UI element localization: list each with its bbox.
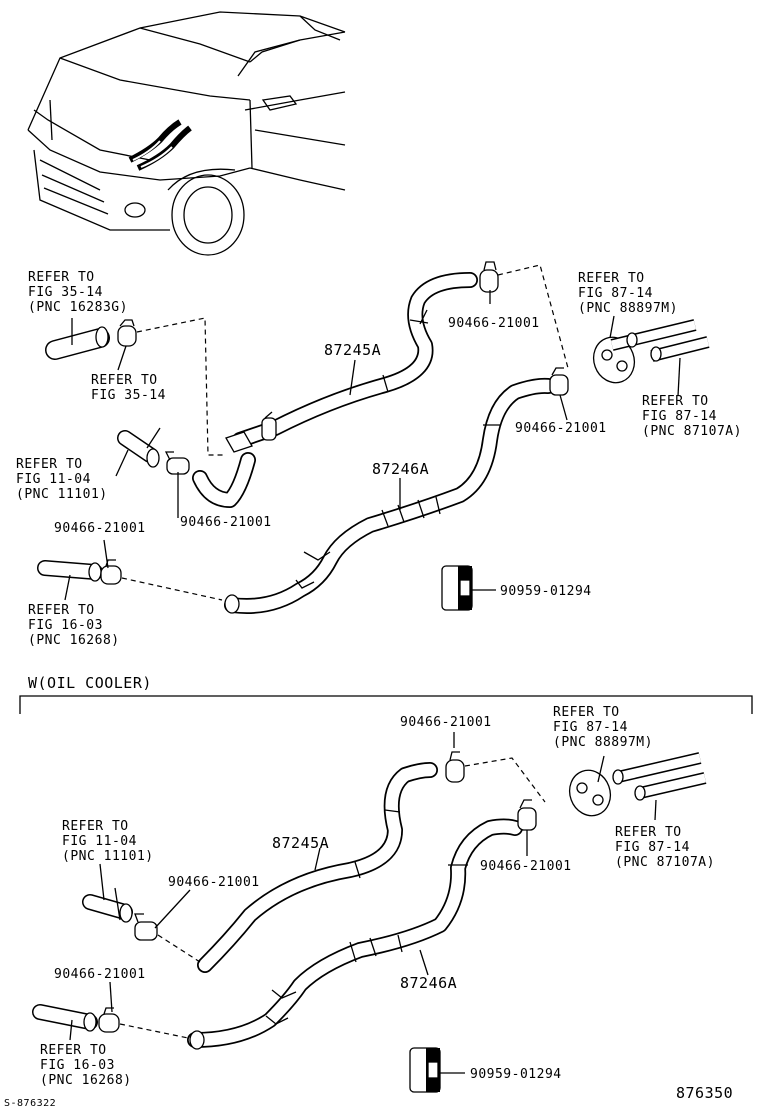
part-number: 90466-21001 [54, 521, 146, 536]
diagram-id: 876350 [676, 1084, 733, 1102]
section-bracket [19, 695, 753, 714]
hose-clamp [549, 367, 569, 396]
hose-clamp [134, 913, 158, 941]
section-title: W(OIL COOLER) [28, 674, 152, 692]
grommet [568, 769, 612, 817]
clip-part [441, 565, 473, 611]
clip-part [409, 1047, 441, 1093]
hose-clamp [98, 1007, 120, 1033]
part-number: 90466-21001 [480, 859, 572, 874]
hose-clamp [164, 451, 190, 475]
grommet [592, 336, 636, 384]
part-number: 90466-21001 [168, 875, 260, 890]
footer-code: S-876322 [4, 1098, 56, 1109]
hose-clamp [100, 559, 122, 585]
part-number: 90466-21001 [515, 421, 607, 436]
hose-clamp [479, 261, 499, 293]
part-number: 90466-21001 [448, 316, 540, 331]
vehicle-illustration [27, 11, 346, 256]
part-number: 90466-21001 [400, 715, 492, 730]
bracket-clip [265, 989, 297, 1025]
part-number: 90959-01294 [470, 1067, 562, 1082]
hose-part-number: 87245A [324, 341, 381, 359]
hose-part-number: 87245A [272, 834, 329, 852]
part-number: 90959-01294 [500, 584, 592, 599]
bracket-clip [295, 551, 331, 589]
hose-clamp [261, 411, 277, 441]
hose-clamp [117, 319, 137, 347]
hose-clamp [517, 799, 537, 831]
hose-part-number: 87246A [400, 974, 457, 992]
part-number: 90466-21001 [54, 967, 146, 982]
part-number: 90466-21001 [180, 515, 272, 530]
hose-clamp [445, 751, 465, 783]
hose-part-number: 87246A [372, 460, 429, 478]
pipe-end [95, 326, 109, 348]
